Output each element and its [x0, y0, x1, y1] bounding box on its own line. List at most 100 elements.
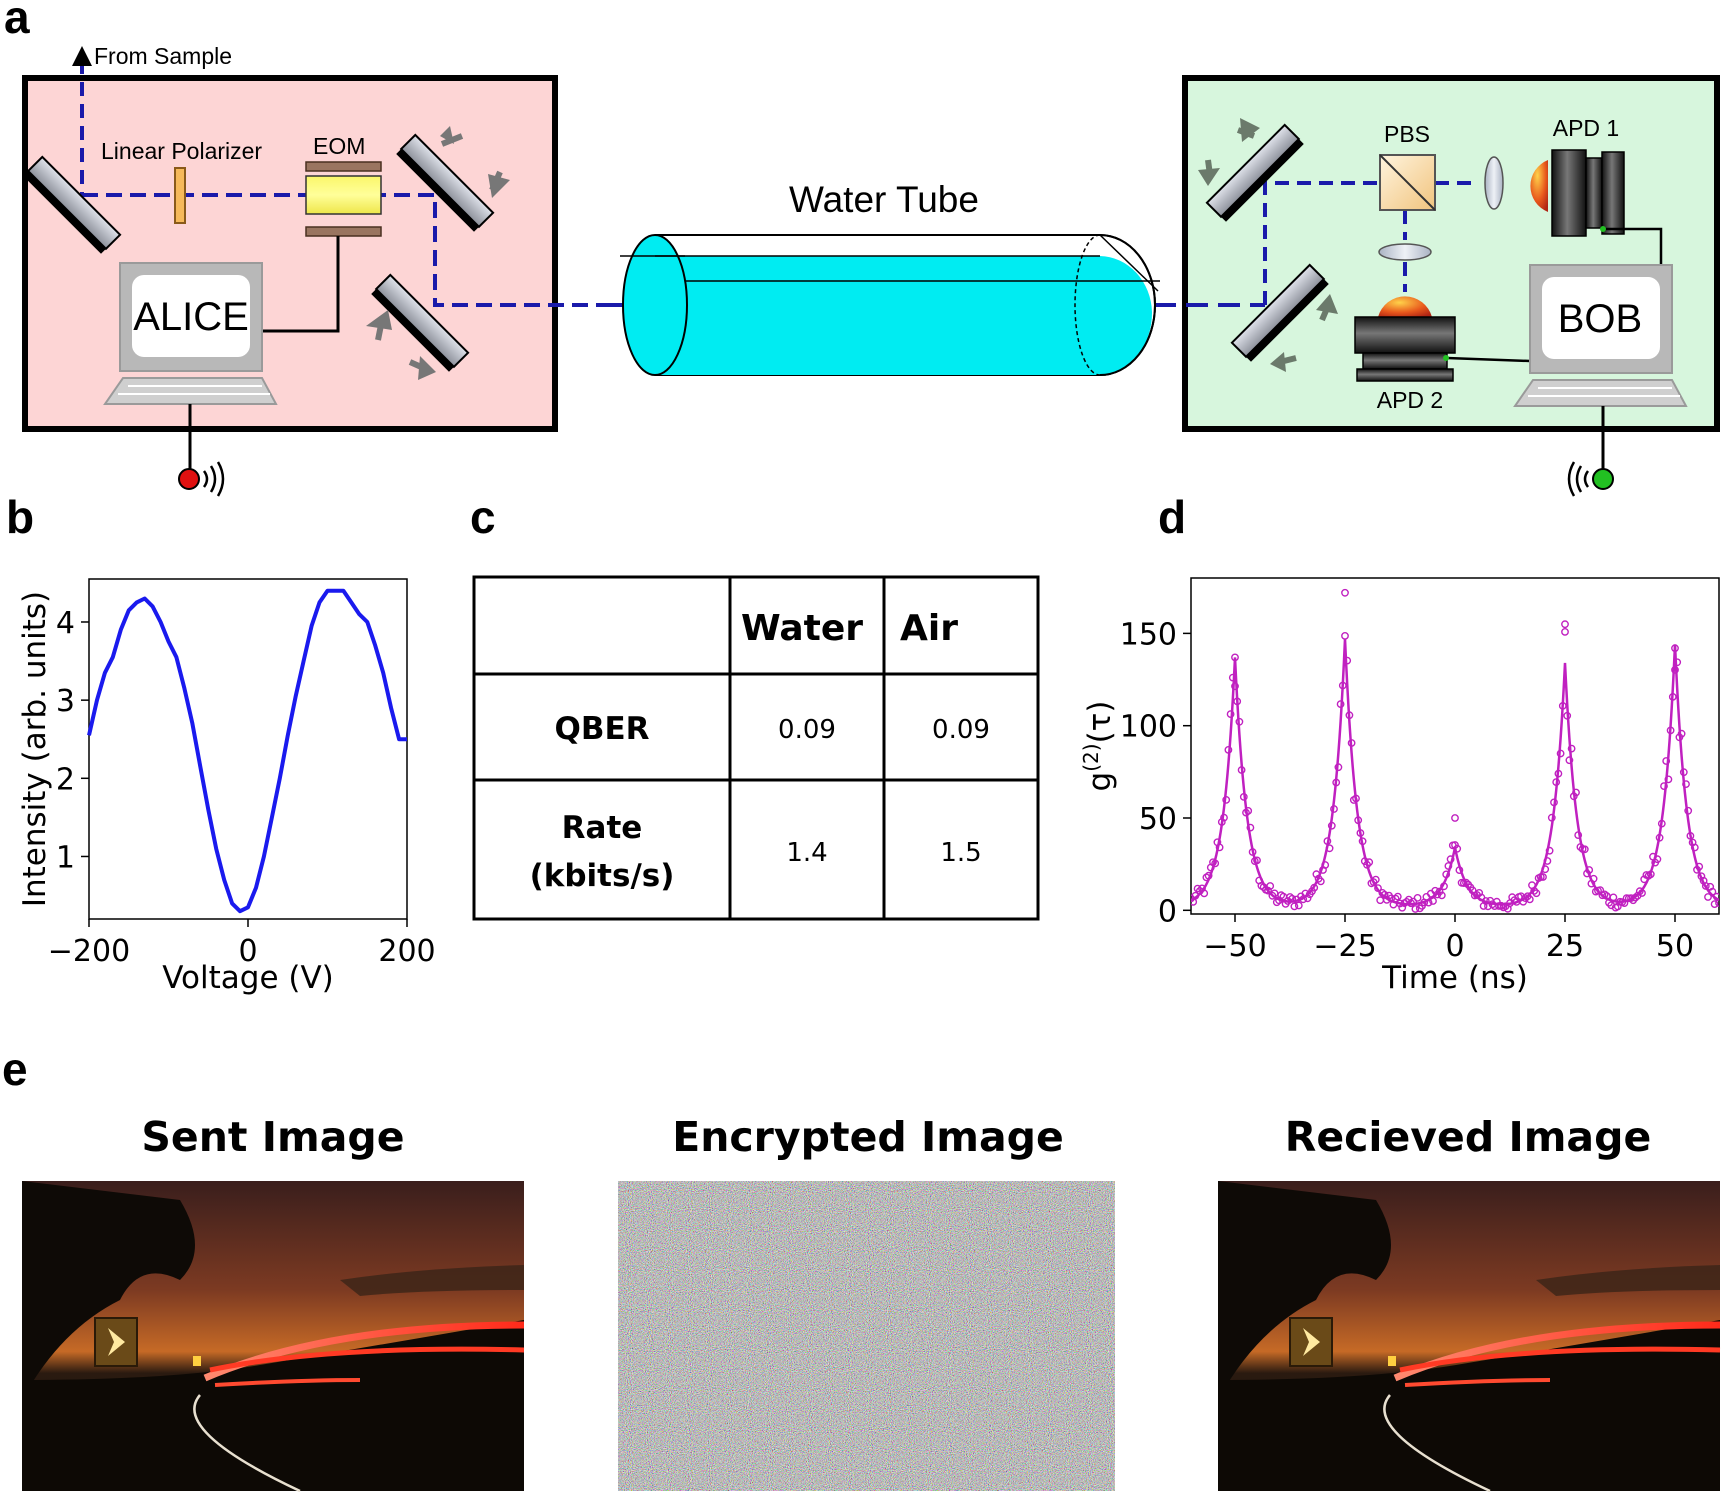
y-tick-label: 150	[1120, 617, 1177, 652]
eom-crystal	[305, 175, 382, 215]
linear-polarizer-label: Linear Polarizer	[101, 138, 262, 164]
panel-label-b: b	[6, 491, 34, 543]
panel-label-e: e	[2, 1043, 28, 1095]
linear-polarizer	[174, 167, 186, 224]
table-row-label-rate-unit: (kbits/s)	[530, 858, 675, 894]
eom-label: EOM	[313, 133, 365, 159]
data-point	[1660, 782, 1668, 790]
encrypted-image	[618, 1181, 1115, 1491]
data-point	[1413, 894, 1422, 902]
x-tick-label: 0	[238, 934, 257, 969]
sent-image-title: Sent Image	[141, 1113, 404, 1161]
data-point	[1565, 756, 1574, 765]
chart-frame	[88, 578, 408, 920]
y-tick-label: 0	[1158, 894, 1177, 929]
alice-mirror-1	[23, 155, 122, 254]
x-tick-label: −25	[1313, 929, 1376, 964]
y-axis-label: g(2)(τ)	[1079, 701, 1118, 792]
signal-waves-icon	[202, 461, 225, 497]
bob-label: BOB	[1558, 297, 1642, 341]
data-point	[1393, 892, 1402, 901]
peak-data-point	[1451, 814, 1459, 822]
peak-data-point	[1341, 588, 1349, 597]
alice-beam-path	[82, 193, 610, 307]
data-point	[1294, 901, 1303, 910]
apd-2-cable	[1446, 356, 1531, 363]
data-point	[1704, 893, 1712, 901]
peak-data-point	[1561, 620, 1569, 629]
panel-label-a: a	[4, 0, 30, 43]
results-table	[472, 575, 1040, 921]
bob-computer	[1513, 264, 1688, 407]
apd-1-detector	[1530, 149, 1625, 237]
fit-curve	[1191, 638, 1719, 906]
pbs-cube	[1379, 154, 1436, 211]
intensity-series-line	[87, 588, 407, 914]
table-cell-qber-water: 0.09	[778, 715, 836, 745]
x-axis-label: Voltage (V)	[162, 960, 334, 996]
eom-bottom-electrode	[305, 226, 382, 237]
data-point	[1715, 899, 1719, 907]
table-cell-rate-air: 1.5	[940, 838, 981, 868]
data-point	[1231, 682, 1239, 691]
signal-waves-icon	[1567, 461, 1590, 497]
encrypted-image-title: Encrypted Image	[672, 1113, 1064, 1161]
adjust-arrows-icon	[366, 310, 436, 380]
water-tube	[620, 234, 1160, 376]
adjust-arrows-icon	[440, 126, 510, 198]
lens-1	[1484, 156, 1504, 210]
apd-2-detector	[1354, 296, 1456, 382]
pbs-label: PBS	[1384, 121, 1430, 147]
alice-label: ALICE	[133, 295, 249, 339]
data-point	[1525, 895, 1534, 904]
data-point	[1662, 757, 1671, 765]
bob-mirror-2	[1230, 263, 1329, 362]
adjust-arrows-icon	[1198, 118, 1260, 186]
alice-mirror-3	[371, 273, 470, 372]
x-tick-label: 200	[378, 934, 435, 969]
data-point	[1475, 889, 1484, 897]
panel-label-c: c	[470, 491, 496, 543]
data-point	[1462, 878, 1470, 887]
data-point	[1411, 905, 1420, 913]
x-tick-label: 25	[1546, 929, 1584, 964]
data-point	[1244, 807, 1253, 815]
table-row-label-qber: QBER	[554, 711, 649, 747]
adjust-arrows-icon	[1270, 294, 1338, 372]
bob-beam-path	[1263, 181, 1475, 305]
bob-mirror-1	[1205, 123, 1304, 222]
data-point	[1561, 628, 1569, 636]
received-image	[1218, 1181, 1721, 1492]
data-point	[1290, 902, 1299, 911]
sent-image	[22, 1181, 525, 1492]
receiver-indicator-dot	[1592, 468, 1614, 490]
y-tick-label: 50	[1139, 802, 1177, 837]
apd-2-label: APD 2	[1377, 387, 1443, 413]
data-point	[1710, 900, 1719, 908]
data-point	[1266, 882, 1275, 890]
data-point	[1532, 889, 1541, 898]
data-point	[1521, 894, 1530, 902]
data-point	[1437, 891, 1446, 900]
data-point	[1677, 729, 1686, 738]
table-header-air: Air	[900, 608, 958, 649]
data-point	[1286, 893, 1294, 901]
x-tick-label: 50	[1656, 929, 1694, 964]
apd-1-cable	[1602, 227, 1663, 266]
y-tick-label: 3	[56, 684, 75, 719]
lens-2	[1378, 243, 1432, 261]
x-tick-label: 0	[1445, 929, 1464, 964]
alice-mirror-2	[396, 133, 495, 232]
x-tick-label: −50	[1203, 929, 1266, 964]
x-axis-label: Time (ns)	[1381, 960, 1528, 996]
y-tick-label: 2	[56, 762, 75, 797]
apd-1-label: APD 1	[1553, 115, 1619, 141]
table-cell-rate-water: 1.4	[786, 838, 827, 868]
y-tick-label: 100	[1120, 710, 1177, 745]
eom-cable	[262, 236, 340, 333]
from-sample-label: From Sample	[94, 43, 232, 69]
eom-top-electrode	[305, 161, 382, 172]
